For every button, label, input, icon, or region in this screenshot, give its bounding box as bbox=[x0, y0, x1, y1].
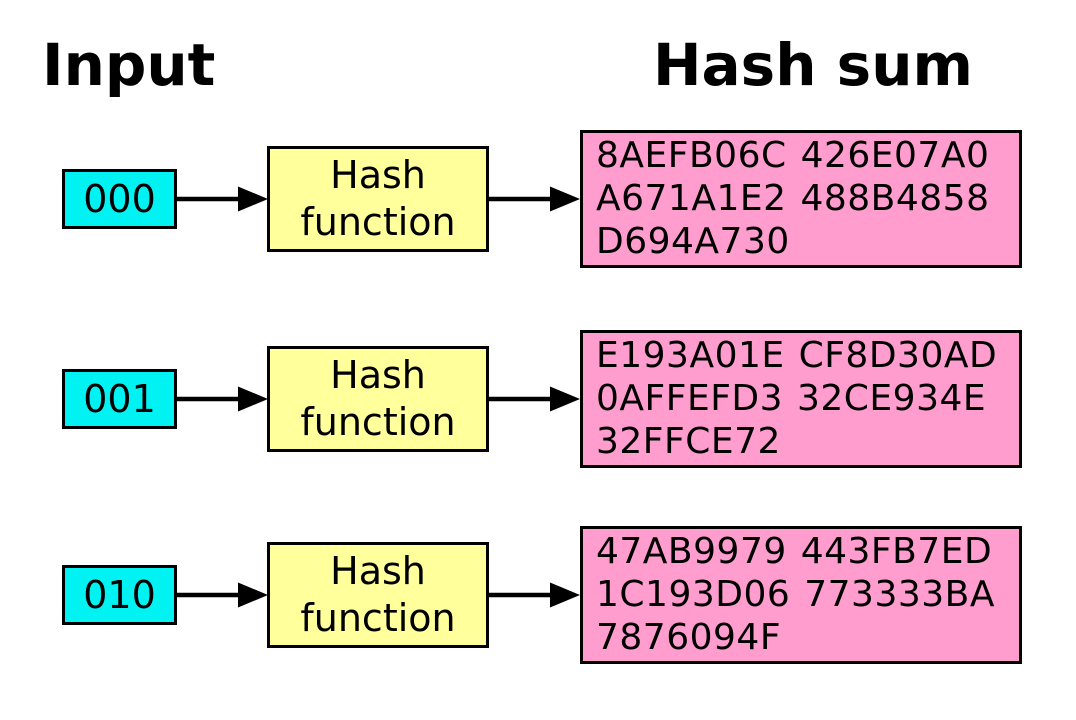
arrow-right-icon bbox=[489, 582, 580, 608]
column-title-input: Input bbox=[42, 31, 216, 99]
input-box: 001 bbox=[62, 369, 177, 429]
arrow-right-icon bbox=[177, 186, 268, 212]
input-box: 000 bbox=[62, 169, 177, 229]
hash-sum-box: 8AEFB06C 426E07A0 A671A1E2 488B4858 D694… bbox=[580, 130, 1022, 268]
input-box: 010 bbox=[62, 565, 177, 625]
arrow-right-icon bbox=[177, 386, 268, 412]
diagram-row: 000 Hash function 8AEFB06C 426E07A0 A671… bbox=[0, 130, 1076, 268]
hash-sum-box: 47AB9979 443FB7ED 1C193D06 773333BA 7876… bbox=[580, 526, 1022, 664]
arrow-right-icon bbox=[177, 582, 268, 608]
hash-sum-box: E193A01E CF8D30AD 0AFFEFD3 32CE934E 32FF… bbox=[580, 330, 1022, 468]
diagram-row: 001 Hash function E193A01E CF8D30AD 0AFF… bbox=[0, 330, 1076, 468]
hash-function-box: Hash function bbox=[267, 146, 489, 252]
column-title-hash-sum: Hash sum bbox=[653, 31, 973, 99]
diagram-row: 010 Hash function 47AB9979 443FB7ED 1C19… bbox=[0, 526, 1076, 664]
hash-function-box: Hash function bbox=[267, 346, 489, 452]
arrow-right-icon bbox=[489, 186, 580, 212]
arrow-right-icon bbox=[489, 386, 580, 412]
hash-function-box: Hash function bbox=[267, 542, 489, 648]
